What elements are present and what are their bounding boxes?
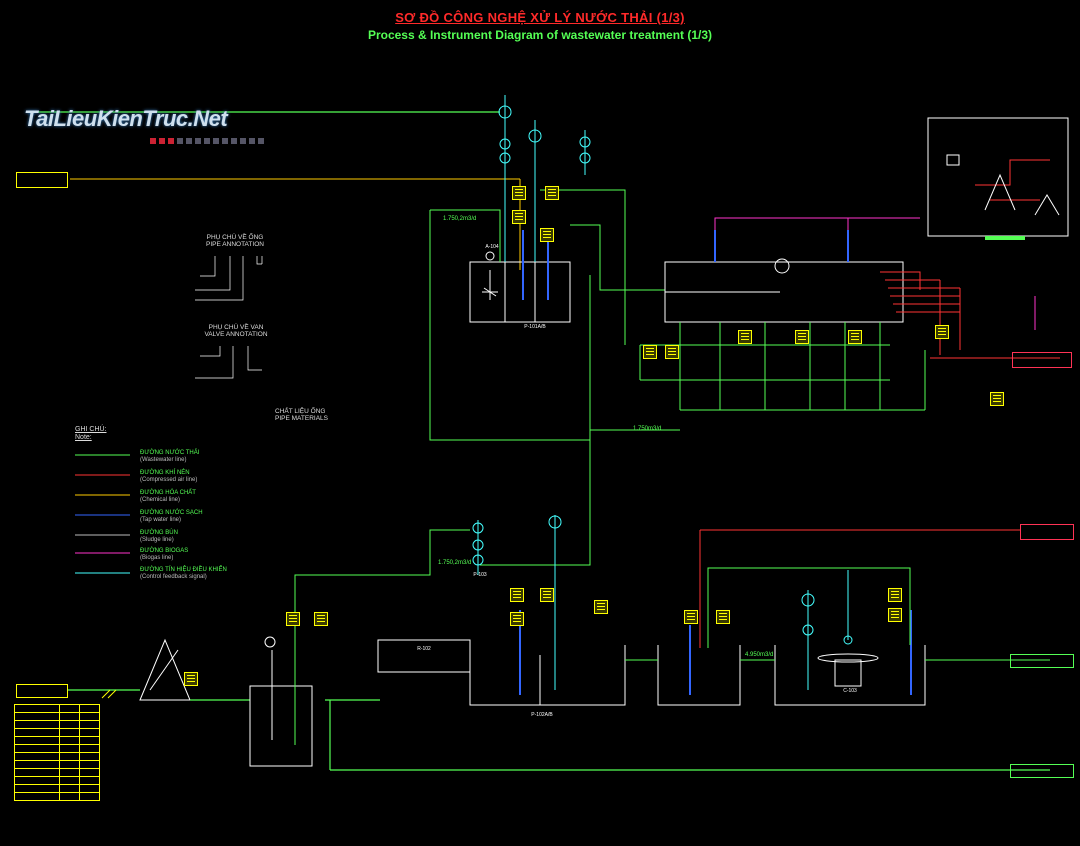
legend-item-wastewater: ĐƯỜNG NƯỚC THẢI(Wastewater line) bbox=[140, 450, 200, 463]
bottom-process-line bbox=[625, 567, 1050, 661]
legend-item-biogas: ĐƯỜNG BIOGAS(Biogas line) bbox=[140, 548, 189, 561]
biogas-lines bbox=[714, 217, 1036, 330]
notes-heading: GHI CHÚ: Note: bbox=[75, 426, 107, 441]
watermark-logo: TaiLieuKienTruc.Net bbox=[24, 106, 228, 131]
instrument-tag bbox=[888, 588, 902, 602]
wastewater-top-routing bbox=[429, 189, 680, 566]
mixer-symbol bbox=[482, 270, 498, 300]
inlet-wastewater-box bbox=[16, 684, 68, 698]
flow-label-middle: 1.750m3/d bbox=[633, 426, 662, 432]
package-base bbox=[985, 236, 1025, 240]
instrument-tag bbox=[512, 210, 526, 224]
flow-label-top: 1.750,2m3/d bbox=[443, 216, 477, 222]
diagram-title-english: Process & Instrument Diagram of wastewat… bbox=[367, 28, 713, 42]
instrument-tag bbox=[888, 608, 902, 622]
legend-item-compressed-air: ĐƯỜNG KHÍ NÉN(Compressed air line) bbox=[140, 470, 198, 483]
pump-label-top: P-101A/B bbox=[524, 324, 546, 330]
signal-lines-top bbox=[498, 95, 591, 262]
flow-label-anaerobic: 4.950m3/d bbox=[745, 652, 774, 658]
instrument-tag bbox=[594, 600, 608, 614]
parameter-table bbox=[14, 704, 100, 801]
instrument-tag bbox=[510, 612, 524, 626]
reactor-label-r102: R-102 bbox=[417, 646, 431, 652]
aeration-bottom-manifold bbox=[639, 322, 926, 411]
instrument-tag bbox=[738, 330, 752, 344]
instrument-tag bbox=[848, 330, 862, 344]
inlet-bar-screen bbox=[139, 638, 191, 701]
instrument-tag bbox=[935, 325, 949, 339]
annotation-brackets bbox=[195, 256, 263, 379]
legend-lines bbox=[75, 454, 130, 574]
air-reference-box bbox=[1020, 524, 1074, 540]
instrument-tag bbox=[665, 345, 679, 359]
instrument-tag bbox=[716, 610, 730, 624]
legend-item-control-signal: ĐƯỜNG TÍN HIỆU ĐIỀU KHIỂN(Control feedba… bbox=[140, 567, 227, 580]
legend-item-chemical: ĐƯỜNG HÓA CHẤT(Chemical line) bbox=[140, 490, 196, 503]
flow-label-bottom-left: 1.750,2m3/d bbox=[438, 560, 472, 566]
valve-annotation-heading: PHỤ CHÚ VỀ VAN VALVE ANNOTATION bbox=[204, 324, 268, 338]
anaerobic-tank bbox=[774, 645, 926, 706]
instrument-tag bbox=[540, 228, 554, 242]
outlet-box bbox=[1010, 654, 1074, 668]
anoxic-tank bbox=[657, 645, 741, 706]
pump-pit-lift bbox=[294, 529, 470, 745]
air-lines-right bbox=[699, 271, 1060, 648]
instrument-tag bbox=[510, 588, 524, 602]
package-internals bbox=[975, 159, 1050, 201]
instrument-tag bbox=[512, 186, 526, 200]
legend-item-sludge: ĐƯỜNG BÙN(Sludge line) bbox=[140, 530, 178, 543]
pipe-materials-heading: CHẤT LIỆU ỐNG PIPE MATERIALS bbox=[275, 408, 328, 422]
instrument-tag bbox=[540, 588, 554, 602]
mixer-label-c103: C-103 bbox=[843, 688, 857, 694]
outlet-box-bottom bbox=[1010, 764, 1074, 778]
coagulation-tank bbox=[469, 261, 571, 323]
signal-lines-bottom bbox=[472, 515, 853, 690]
instrument-tag bbox=[314, 612, 328, 626]
top-chemical-line bbox=[70, 178, 521, 270]
watermark-bar bbox=[150, 138, 264, 144]
diagram-title-vietnamese: SƠ ĐỒ CÔNG NGHỆ XỬ LÝ NƯỚC THẢI (1/3) bbox=[395, 10, 685, 25]
pump-pit bbox=[249, 636, 313, 767]
instrument-tag bbox=[184, 672, 198, 686]
equalization-tank bbox=[377, 639, 626, 706]
pump-label-equalization: P-102A/B bbox=[531, 712, 553, 718]
pipe-annotation-heading: PHỤ CHÚ VỀ ỐNG PIPE ANNOTATION bbox=[206, 234, 264, 248]
instrument-tag bbox=[795, 330, 809, 344]
legend-item-tap-water: ĐƯỜNG NƯỚC SẠCH(Tap water line) bbox=[140, 510, 203, 523]
package-box bbox=[927, 117, 1069, 237]
instrument-tag bbox=[286, 612, 300, 626]
inlet-chemical-box bbox=[16, 172, 68, 188]
tap-water-top bbox=[522, 230, 549, 300]
instrument-tag bbox=[684, 610, 698, 624]
instrument-tag bbox=[545, 186, 559, 200]
aeration-tank bbox=[664, 261, 904, 323]
instrument-tag bbox=[990, 392, 1004, 406]
inlet-wastewater-line bbox=[20, 689, 1050, 771]
tank-label-a104: A-104 bbox=[485, 244, 499, 250]
pump-label-p103: P-103 bbox=[473, 572, 487, 578]
air-reference-box-right bbox=[1012, 352, 1072, 368]
instrument-tag bbox=[643, 345, 657, 359]
tap-water-right bbox=[714, 230, 849, 262]
